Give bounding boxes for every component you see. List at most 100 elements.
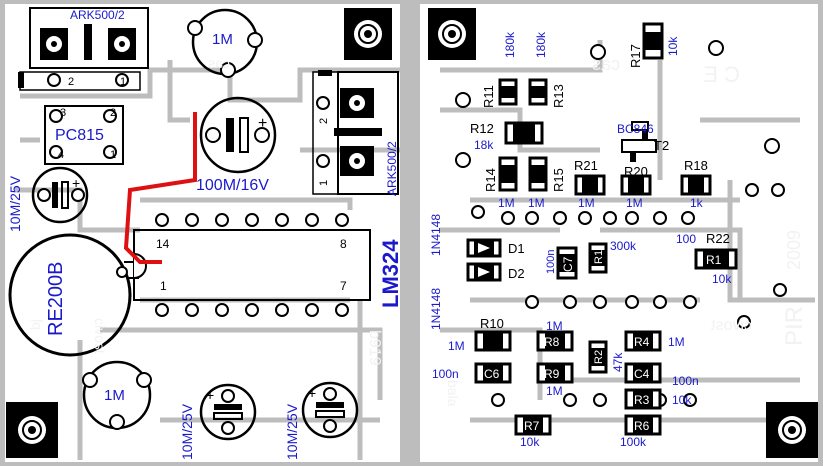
r2: R2 47k <box>588 340 625 374</box>
left-copper-area <box>5 4 400 462</box>
r12: R12 18k <box>470 121 544 152</box>
r21: R21 1M <box>574 158 606 210</box>
r7: R7 10k <box>514 414 552 449</box>
capacitor-10m-25v-left: + 10M/25V <box>7 166 89 232</box>
mounting-holes <box>6 8 818 458</box>
svg-text:1k: 1k <box>690 196 704 210</box>
svg-text:R15: R15 <box>551 168 566 192</box>
pc815-pin2: 2 <box>110 107 116 119</box>
svg-text:100: 100 <box>676 232 696 246</box>
svg-text:R10: R10 <box>480 316 504 331</box>
ark-mid-pin2: 2 <box>318 118 330 124</box>
svg-text:1M: 1M <box>498 196 515 210</box>
capacitor-100m-16v: + 100M/16V <box>196 96 277 194</box>
svg-text:1M: 1M <box>448 339 465 353</box>
mirror-bala: bala <box>445 380 461 407</box>
capacitor-c7: C7 100n <box>545 246 578 280</box>
ark-mid-label: ARK500/2 <box>385 141 399 196</box>
diode-d2: D2 1N4148 <box>429 262 525 330</box>
trimmer-top-value: 1M <box>212 31 233 48</box>
svg-text:+: + <box>206 387 214 403</box>
svg-text:100n: 100n <box>432 367 459 381</box>
lm324-label: LM324 <box>378 239 403 308</box>
svg-text:R17: R17 <box>628 44 643 68</box>
capacitor-c4: C4 100n <box>624 362 699 388</box>
svg-text:+: + <box>72 175 80 191</box>
cap-10m-left-label: 10M/25V <box>7 175 23 232</box>
r13: R13 180k <box>528 31 566 108</box>
svg-text:180k: 180k <box>503 31 517 58</box>
r20: R20 1M <box>620 164 652 210</box>
svg-text:R8: R8 <box>544 335 560 349</box>
r3: R3 10k <box>624 388 692 410</box>
right-copper-area <box>420 4 818 462</box>
lm324-pin7: 7 <box>340 279 347 293</box>
jumper-wire <box>123 112 197 264</box>
svg-text:+: + <box>258 115 267 132</box>
mirror-bj: bj <box>27 319 43 330</box>
svg-text:R3: R3 <box>634 393 650 407</box>
svg-text:C6: C6 <box>484 367 500 381</box>
svg-text:10k: 10k <box>666 36 680 56</box>
svg-text:R11: R11 <box>481 85 496 108</box>
svg-text:180k: 180k <box>534 31 548 58</box>
svg-text:R18: R18 <box>684 158 708 173</box>
svg-text:R2: R2 <box>593 350 605 364</box>
svg-text:10k: 10k <box>712 272 732 286</box>
ark-top-label: ARK500/2 <box>70 8 125 22</box>
pc815-pin1: 1 <box>110 149 116 161</box>
trimmer-1m-top: 1M <box>187 8 263 78</box>
svg-text:R1: R1 <box>593 250 605 264</box>
svg-text:1M: 1M <box>578 196 595 210</box>
svg-text:R14: R14 <box>483 168 498 192</box>
ark500-mid-terminal: 2 1 ARK500/2 <box>312 70 399 196</box>
svg-text:18k: 18k <box>474 138 494 152</box>
svg-text:R7: R7 <box>524 419 540 433</box>
svg-text:R22: R22 <box>706 231 730 246</box>
svg-text:C7: C7 <box>561 256 575 272</box>
r15: R15 1M <box>528 156 566 210</box>
lm324-pin8: 8 <box>340 237 347 251</box>
svg-text:D1: D1 <box>508 241 525 256</box>
svg-text:R13: R13 <box>551 84 566 108</box>
svg-text:R9: R9 <box>544 367 560 381</box>
capacitor-10m-25v-bottom-2: + 10M/25V <box>284 381 359 460</box>
mirror-year: 2009 <box>784 230 804 270</box>
svg-text:1M: 1M <box>528 196 545 210</box>
mirror-pir: PIR <box>781 306 808 346</box>
ark-top-pin1: 1 <box>120 76 126 88</box>
mirror-civost-right: civost <box>711 317 752 334</box>
diode-d1: D1 1N4148 <box>429 214 525 258</box>
svg-text:300k: 300k <box>610 239 637 253</box>
mirror-ce: C E <box>703 62 740 87</box>
mirror-cas-right: cas <box>592 54 620 74</box>
svg-text:47k: 47k <box>611 352 625 372</box>
svg-text:R1: R1 <box>706 253 722 267</box>
r8: R8 1M <box>536 319 574 352</box>
svg-text:BC846: BC846 <box>617 122 654 136</box>
svg-text:R12: R12 <box>470 121 494 136</box>
ark-mid-pin1: 1 <box>318 180 330 186</box>
svg-text:10k: 10k <box>672 393 692 407</box>
r14: R14 1M <box>483 156 518 210</box>
r6: R6 100k <box>620 414 662 449</box>
trimmer-1m-bottom: 1M <box>82 360 152 430</box>
r11: R11 180k <box>481 31 518 108</box>
r300k: 300k R1 <box>588 239 637 274</box>
transistor-t2: BC846 T2 <box>617 121 669 162</box>
cap-10m-b1-label: 10M/25V <box>179 403 195 460</box>
pc815-label: PC815 <box>55 127 104 144</box>
svg-text:100n: 100n <box>672 374 699 388</box>
svg-text:D2: D2 <box>508 266 525 281</box>
capacitor-c6: C6 100n <box>432 362 512 384</box>
svg-text:100n: 100n <box>545 250 557 274</box>
trimmer-bottom-value: 1M <box>104 387 125 404</box>
mirror-cas-left: cas <box>208 55 230 71</box>
lm324-pin14: 14 <box>156 237 170 251</box>
r10: R10 1M <box>448 316 512 353</box>
pc815-pin3: 3 <box>60 107 66 119</box>
ark-top-pin2: 2 <box>68 76 74 88</box>
svg-text:1M: 1M <box>668 335 685 349</box>
svg-text:1N4148: 1N4148 <box>429 288 443 330</box>
